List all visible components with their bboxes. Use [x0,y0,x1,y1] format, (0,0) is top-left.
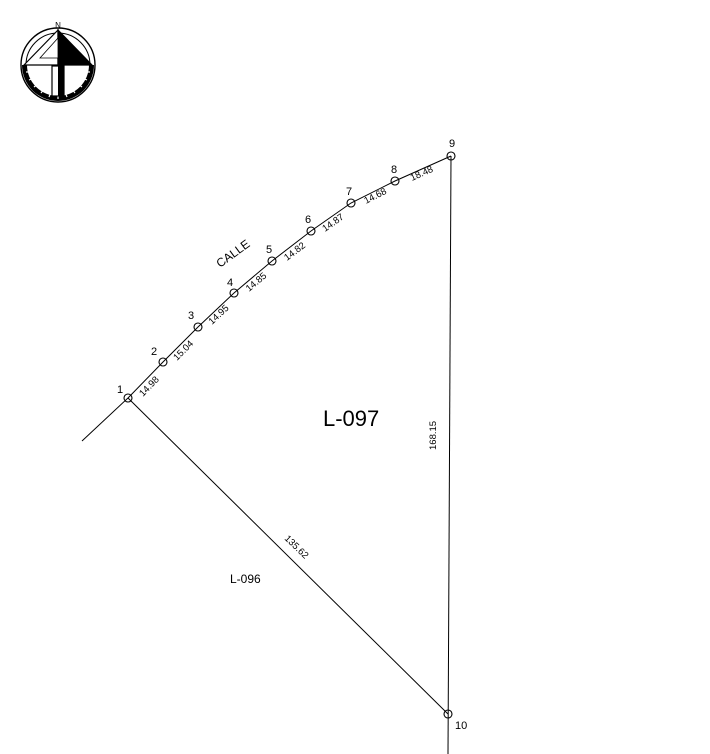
vertex-marker [158,357,168,367]
segment-length-label: 14.82 [282,240,308,263]
boundary-lines [81,155,452,754]
vertex-label: 1 [117,384,123,396]
segment-length-label: 15.04 [171,339,196,364]
vertex-label: 6 [305,214,311,226]
vertex-labels: 1 2 3 4 5 6 7 8 9 10 [117,138,467,732]
vertex-marker [443,709,453,719]
vertex-label: 10 [455,720,467,732]
vertex-marker [346,198,356,208]
segment-length-label: 14.85 [244,271,269,295]
lot-label-main: L-097 [323,406,379,431]
vertex-marker [193,322,203,332]
vertex-label: 9 [449,138,455,150]
diagonal-boundary-line [127,397,449,715]
vertex-marker [306,226,316,236]
vertex-label: 3 [188,310,194,322]
east-boundary-line [447,155,452,754]
vertex-label: 5 [266,244,272,256]
vertex-marker [446,151,456,161]
segment-length-label: 14.68 [362,186,388,207]
vertex-marker [123,393,133,403]
segment-length-label: 14.95 [207,303,232,327]
street-label: CALLE [214,237,253,271]
segment-length-label: 14.98 [137,374,161,399]
north-label: N [55,21,61,30]
lot-label-adjacent: L-096 [230,572,261,586]
vertex-label: 8 [391,164,397,176]
vertex-marker [267,256,277,266]
vertex-label: 2 [151,346,157,358]
vertex-marker [229,288,239,298]
vertex-label: 4 [227,277,233,289]
street-frontage-line [81,155,452,442]
vertex-markers [123,151,456,719]
vertex-label: 7 [346,186,352,198]
vertex-marker [390,176,400,186]
segment-length-label: 135.62 [282,533,311,561]
segment-length-label: 18.48 [409,164,435,184]
segment-length-label: 168.15 [428,421,439,450]
north-arrow-icon: N [20,21,96,103]
segment-lengths: 14.98 15.04 14.95 14.85 14.82 14.87 14.6… [137,164,439,561]
